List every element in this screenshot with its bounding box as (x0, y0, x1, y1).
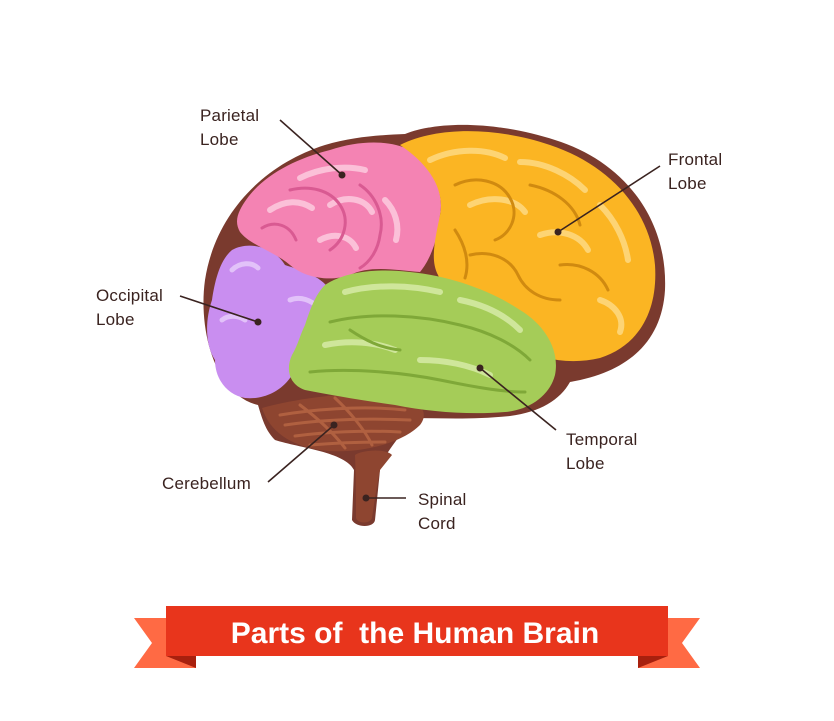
spinal-dot (362, 494, 370, 502)
label-frontal-line1: Frontal (668, 150, 723, 169)
temporal-sulci (308, 314, 532, 394)
label-parietal-lobe: Parietal Lobe (200, 104, 259, 152)
parietal-sulci (260, 183, 383, 270)
label-occipital-lobe: Occipital Lobe (96, 284, 163, 332)
frontal-highlights (427, 147, 631, 335)
leader-dots (254, 171, 562, 502)
frontal-dot (554, 228, 562, 236)
label-parietal-line2: Lobe (200, 130, 239, 149)
cerebellum-dot (330, 421, 338, 429)
occipital-region (207, 245, 336, 399)
label-temporal-line1: Temporal (566, 430, 638, 449)
leader-lines (179, 119, 661, 499)
spinal-cord-region (355, 450, 392, 523)
label-temporal-line2: Lobe (566, 454, 605, 473)
label-spinal-cord: Spinal Cord (418, 488, 466, 536)
banner-body (166, 606, 668, 656)
parietal-dot (338, 171, 346, 179)
cerebellum-folds (278, 396, 412, 450)
occipital-leader (179, 295, 259, 323)
cerebellum-leader (267, 424, 335, 483)
frontal-region (400, 131, 656, 362)
label-occipital-line1: Occipital (96, 286, 163, 305)
parietal-region (237, 142, 441, 279)
label-parietal-line1: Parietal (200, 106, 260, 125)
label-cerebellum-line1: Cerebellum (162, 474, 251, 493)
label-cerebellum: Cerebellum (162, 472, 251, 496)
occipital-dot (254, 318, 262, 326)
label-frontal-line2: Lobe (668, 174, 707, 193)
temporal-leader (479, 367, 557, 431)
banner-title: Parts of the Human Brain (230, 617, 600, 650)
label-spinal-line2: Cord (418, 514, 456, 533)
label-spinal-line1: Spinal (418, 490, 467, 509)
label-occipital-line2: Lobe (96, 310, 135, 329)
frontal-leader (557, 165, 661, 233)
label-frontal-lobe: Frontal Lobe (668, 148, 722, 196)
temporal-dot (476, 364, 484, 372)
parietal-leader (279, 119, 343, 176)
banner-fold-right (638, 656, 668, 668)
label-temporal-lobe: Temporal Lobe (566, 428, 638, 476)
title-banner (134, 606, 700, 668)
banner-fold-left (166, 656, 196, 668)
